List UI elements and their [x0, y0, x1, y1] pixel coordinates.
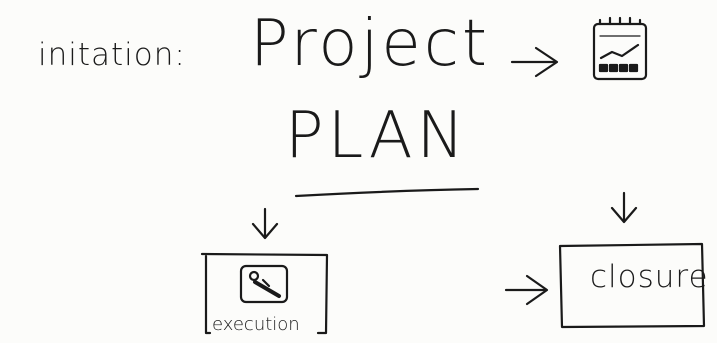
image-tools-icon	[239, 264, 289, 304]
notepad-chart-icon	[592, 16, 648, 81]
title-plan: PLAN	[285, 99, 469, 173]
title-project: Project	[250, 7, 490, 81]
arrow-down-to-closure	[610, 191, 638, 224]
title-underline	[294, 187, 480, 198]
execution-label: execution	[212, 314, 300, 335]
initiation-label: initation:	[38, 37, 186, 73]
closure-label: closure	[590, 259, 709, 295]
arrow-to-planning-icon	[510, 46, 559, 78]
arrow-to-closure	[504, 274, 549, 306]
arrow-down-to-execution	[251, 207, 279, 240]
